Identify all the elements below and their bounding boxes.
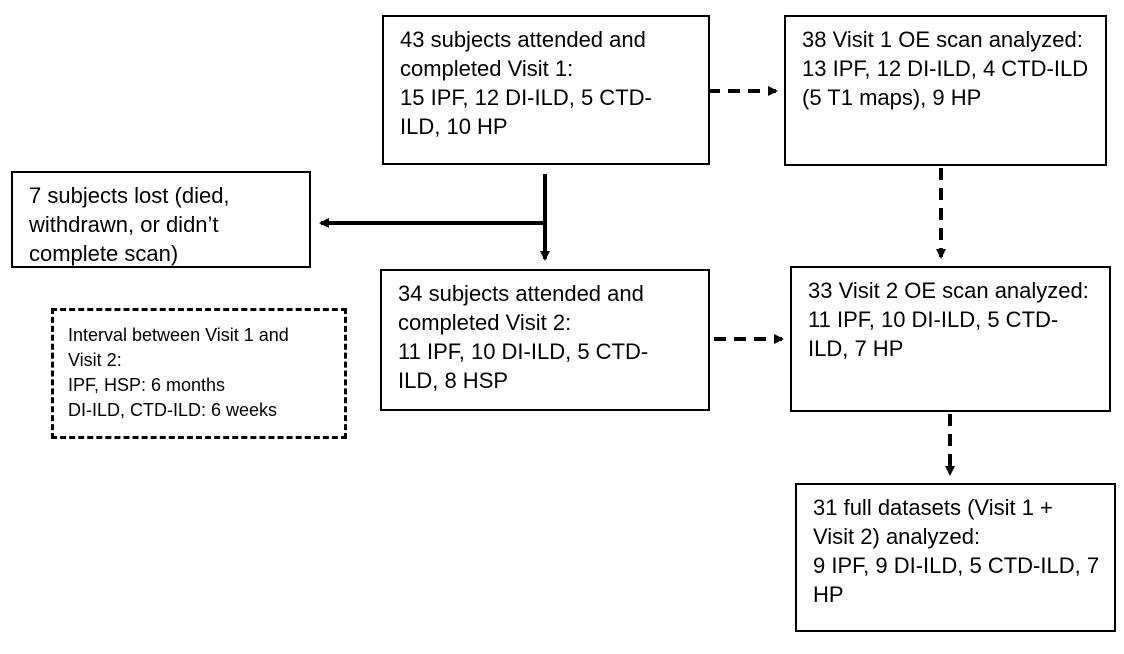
full-datasets-box: 31 full datasets (Visit 1 + Visit 2) ana…: [795, 483, 1116, 632]
visit1-attended-box: 43 subjects attended and completed Visit…: [382, 15, 710, 165]
interval-note-box: Interval between Visit 1 and Visit 2: IP…: [51, 308, 347, 439]
visit1-scan-analyzed-box: 38 Visit 1 OE scan analyzed: 13 IPF, 12 …: [784, 15, 1107, 166]
subjects-lost-box: 7 subjects lost (died, withdrawn, or did…: [11, 171, 311, 268]
visit2-attended-box: 34 subjects attended and completed Visit…: [380, 269, 710, 411]
visit2-scan-analyzed-box: 33 Visit 2 OE scan analyzed: 11 IPF, 10 …: [790, 266, 1111, 412]
